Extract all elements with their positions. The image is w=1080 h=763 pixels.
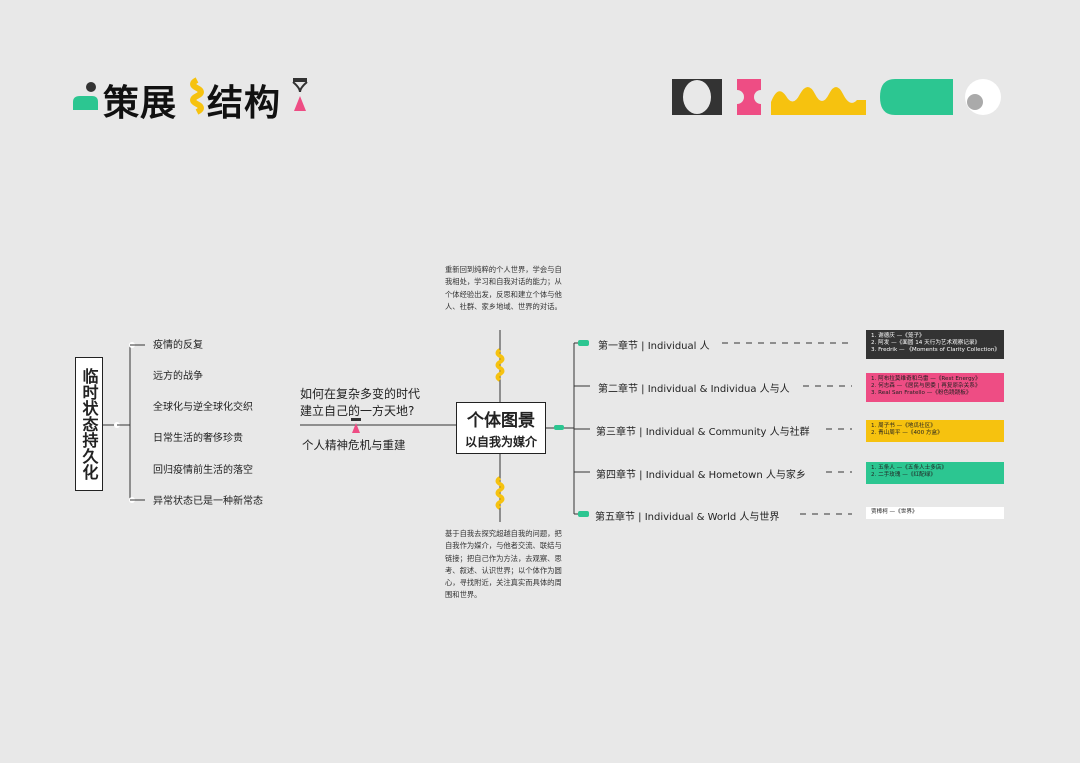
yellow-wave-icon: [771, 87, 866, 115]
work-item: 2. 青山周平 —《400 方盒》: [871, 430, 943, 437]
left-item: 回归疫情前生活的落空: [153, 465, 253, 476]
left-item: 全球化与逆全球化交织: [153, 402, 253, 413]
chapter-3-label: 第三章节 | Individual & Community 人与社群: [596, 427, 810, 438]
center-title: 个体图景: [467, 411, 535, 431]
left-item: 日常生活的奢侈珍贵: [153, 433, 243, 444]
chapter-3-works-box: 1. 周子书 —《地瓜社区》 2. 青山周平 —《400 方盒》: [866, 420, 1004, 442]
question-text: 如何在复杂多变的时代 建立自己的一方天地?: [300, 386, 420, 420]
center-subtitle: 以自我为媒介: [464, 435, 537, 449]
left-item: 远方的战争: [153, 371, 203, 382]
chapter-1-works-box: 1. 谢德庆 —《笼子》 2. 阿发 —《面圆 14 天行为艺术观察记录》 3.…: [866, 330, 1004, 359]
question-line1: 如何在复杂多变的时代: [300, 387, 421, 401]
yellow-squiggle-icon: [190, 77, 204, 115]
title-part1: 策展: [103, 83, 178, 124]
work-item: 2. 何志森 —《居民与居委 | 再复原杂关系》: [871, 383, 981, 390]
pink-h-icon: [730, 79, 768, 115]
title-part2: 结构: [207, 83, 282, 124]
brackets-icon: [672, 79, 722, 115]
work-item: 1. 五条人 —《五条人士多店》: [871, 465, 948, 471]
left-item: 疫情的反复: [153, 340, 203, 351]
work-item: 1. 周子书 —《地瓜社区》: [871, 423, 936, 429]
work-item: 3. Real San Fratello —《粉色跷跷板》: [871, 390, 972, 397]
center-node: 个体图景 以自我为媒介: [456, 402, 546, 454]
chapter-1-label: 第一章节 | Individual 人: [598, 341, 710, 352]
chapter-4-label: 第四章节 | Individual & Hometown 人与家乡: [596, 470, 806, 481]
squiggle-bottom-icon: [495, 476, 505, 510]
crisis-text: 个人精神危机与重建: [302, 438, 406, 452]
bottom-paragraph: 基于自我去探究超越自我的问题，把自我作为媒介，与他者交流、联结与链接；把自己作为…: [445, 529, 562, 600]
chapter-4-works-box: 1. 五条人 —《五条人士多店》 2. 二手玫瑰 —《红配绿》: [866, 462, 1004, 484]
work-item: 2. 二手玫瑰 —《红配绿》: [871, 472, 936, 479]
eyeball-icon: [965, 79, 1001, 115]
squiggle-top-icon: [495, 348, 505, 382]
green-blob-icon: [73, 82, 98, 110]
page-title: 策展结构: [103, 74, 281, 126]
work-item: 2. 阿发 —《面圆 14 天行为艺术观察记录》: [871, 340, 981, 347]
work-item: 1. 谢德庆 —《笼子》: [871, 333, 925, 339]
chapter-2-label: 第二章节 | Individual & Individua 人与人: [598, 384, 790, 395]
left-item: 异常状态已是一种新常态: [153, 496, 263, 507]
left-theme-box: 临时状态持久化: [75, 357, 103, 491]
green-pill-icon: [880, 79, 953, 115]
chapter-5-works-box: 贾樟柯 —《世界》: [866, 507, 1004, 519]
work-item: 贾樟柯 —《世界》: [871, 509, 918, 515]
chapter-2-works-box: 1. 阿布拉莫维奇和乌雷 —《Rest Energy》 2. 何志森 —《居民与…: [866, 373, 1004, 402]
top-paragraph: 重新回到纯粹的个人世界，学会与自我相处，学习和自我对话的能力；从个体经验出发，反…: [445, 265, 562, 311]
work-item: 3. Fredrik — 《Moments of Clarity Collect…: [871, 347, 1000, 354]
hourglass-icon: [292, 78, 308, 111]
question-line2: 建立自己的一方天地?: [300, 404, 415, 418]
chapter-5-label: 第五章节 | Individual & World 人与世界: [595, 512, 780, 523]
work-item: 1. 阿布拉莫维奇和乌雷 —《Rest Energy》: [871, 376, 981, 382]
small-hourglass-icon: [351, 418, 361, 433]
